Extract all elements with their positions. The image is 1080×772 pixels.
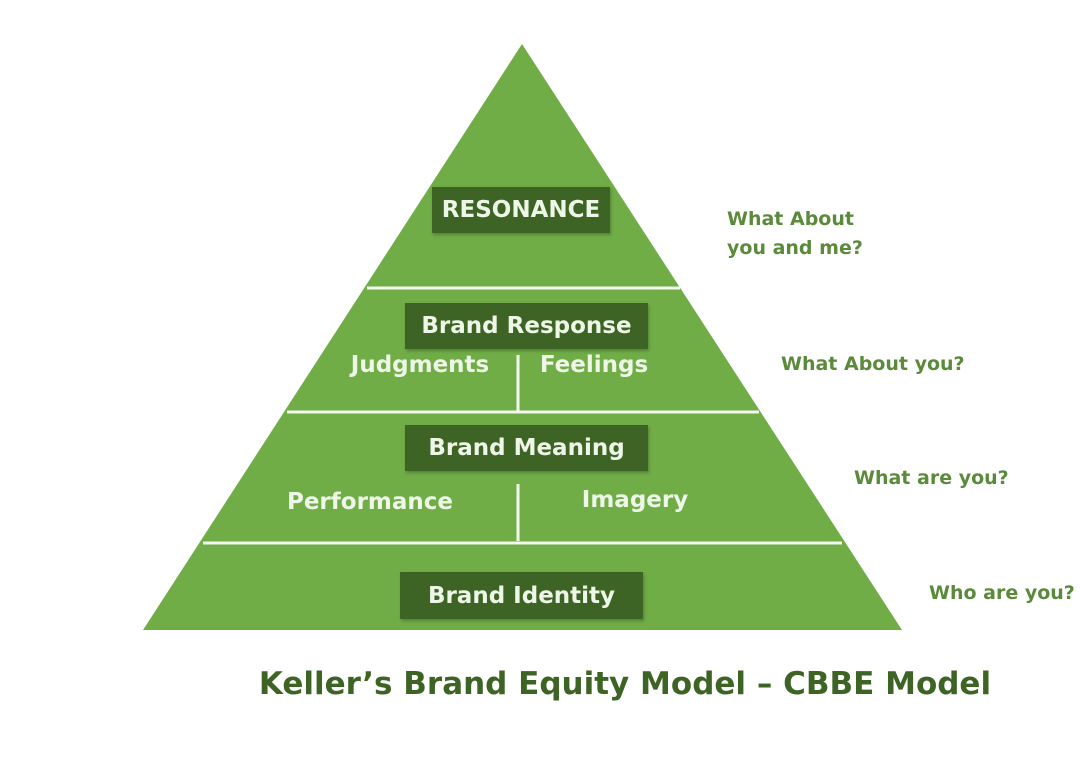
question-brand-meaning: What are you? (854, 467, 1009, 489)
sub-label-imagery: Imagery (581, 487, 689, 513)
level-resonance-label: RESONANCE (432, 187, 610, 233)
question-resonance: What About you and me? (727, 205, 863, 263)
sub-label-performance: Performance (286, 489, 454, 515)
level-brand-response-label: Brand Response (405, 303, 648, 349)
question-resonance-line-2: you and me? (727, 237, 863, 259)
sub-label-feelings: Feelings (539, 352, 649, 378)
sub-label-judgments: Judgments (350, 352, 490, 378)
question-resonance-line-1: What About (727, 208, 854, 230)
question-brand-response: What About you? (781, 353, 965, 375)
diagram-title: Keller’s Brand Equity Model – CBBE Model (258, 666, 992, 702)
level-brand-meaning-label: Brand Meaning (405, 425, 648, 471)
level-brand-identity-label: Brand Identity (400, 572, 643, 619)
question-brand-identity: Who are you? (929, 582, 1075, 604)
